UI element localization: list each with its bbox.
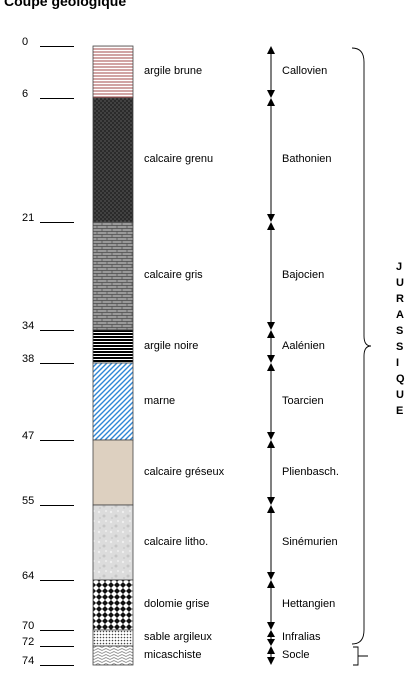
page-title: Coupe géologique: [4, 0, 127, 9]
stage-arrow: [267, 363, 275, 440]
lithology-layer: [92, 629, 134, 647]
stage-label: Bajocien: [282, 269, 325, 281]
system-letter: R: [396, 293, 404, 305]
stage-label: Aalénien: [282, 339, 325, 352]
system-letter: U: [396, 389, 404, 401]
depth-label: 6: [22, 88, 29, 100]
stage-arrow-head-up: [267, 580, 275, 588]
stage-arrow-head-down: [267, 572, 275, 580]
system-letter: Q: [396, 373, 405, 385]
depth-label: 34: [22, 320, 35, 332]
system-letter: A: [396, 309, 404, 321]
lithology-label: calcaire gréseux: [144, 465, 225, 478]
lithology-layer: [92, 645, 134, 666]
lithology-label: sable argileux: [144, 631, 212, 643]
stage-arrow: [267, 630, 275, 646]
stage-arrow: [267, 330, 275, 363]
system-brace: [351, 47, 372, 645]
stage-arrow-head-up: [267, 98, 275, 106]
stage-arrow-head-up: [267, 330, 275, 338]
stage-arrow: [267, 98, 275, 222]
lithology-label: micaschiste: [144, 648, 202, 661]
lithology-label: calcaire litho.: [144, 535, 209, 548]
stage-arrow: [267, 46, 275, 98]
stage-arrow-head-up: [267, 222, 275, 230]
lithology-layer: [92, 579, 134, 631]
lithology-label: dolomie grise: [144, 598, 210, 610]
lithology-layer: [92, 504, 134, 581]
stage-label: Infralias: [282, 631, 321, 643]
stage-label: Socle: [282, 648, 310, 661]
depth-label: 38: [22, 353, 35, 365]
system-letter: J: [396, 261, 403, 273]
lithology-layer: [92, 45, 134, 99]
depth-label: 21: [22, 212, 35, 224]
basement-brace: [353, 646, 368, 666]
depth-label: 64: [22, 570, 35, 582]
stage-arrow: [267, 222, 275, 330]
stage-arrow-head-up: [267, 46, 275, 54]
stage-label: Callovien: [282, 65, 328, 77]
stage-arrow-head-down: [267, 497, 275, 505]
stage-arrow: [267, 505, 275, 580]
system-letter: E: [396, 405, 404, 417]
stage-label: Toarcien: [282, 394, 324, 407]
lithology-label: marne: [144, 394, 176, 407]
system-letter: S: [396, 325, 404, 337]
stage-arrow-head-down: [267, 90, 275, 98]
depth-label: 0: [22, 36, 29, 48]
stage-arrow-head-down: [267, 355, 275, 363]
stage-label: Bathonien: [282, 153, 332, 165]
lithology-layer: [92, 221, 134, 331]
depth-label: 72: [22, 636, 35, 648]
lithology-layer: [92, 329, 134, 364]
lithology-layer: [92, 439, 134, 506]
depth-label: 55: [22, 495, 35, 507]
stage-arrow-head-down: [267, 322, 275, 330]
lithology-layer: [92, 97, 134, 223]
depth-label: 74: [22, 655, 35, 667]
lithology-label: calcaire grenu: [144, 153, 214, 165]
stage-label: Hettangien: [282, 598, 336, 610]
system-letter: I: [396, 357, 400, 369]
system-letter: S: [396, 341, 404, 353]
lithology-label: argile brune: [144, 65, 203, 77]
lithology-label: calcaire gris: [144, 269, 203, 281]
stage-label: Plienbasch.: [282, 465, 339, 478]
stage-arrow-head-up: [267, 505, 275, 513]
stage-arrow: [267, 646, 275, 665]
depth-label: 47: [22, 430, 35, 442]
stage-arrow-head-up: [267, 646, 275, 654]
system-letter: U: [396, 277, 404, 289]
stage-arrow-head-down: [267, 214, 275, 222]
stage-arrow-head-up: [267, 440, 275, 448]
depth-label: 70: [22, 620, 35, 632]
lithology-layer: [92, 362, 134, 441]
stage-arrow-head-up: [267, 630, 275, 637]
stage-label: Sinémurien: [282, 535, 338, 548]
stage-arrow-head-down: [267, 622, 275, 630]
stage-arrow-head-up: [267, 363, 275, 371]
stage-arrow-head-down: [267, 657, 275, 665]
stage-arrow: [267, 440, 275, 505]
stage-arrow: [267, 580, 275, 630]
stage-arrow-head-down: [267, 639, 275, 646]
lithology-label: argile noire: [144, 339, 199, 352]
stage-arrow-head-down: [267, 432, 275, 440]
